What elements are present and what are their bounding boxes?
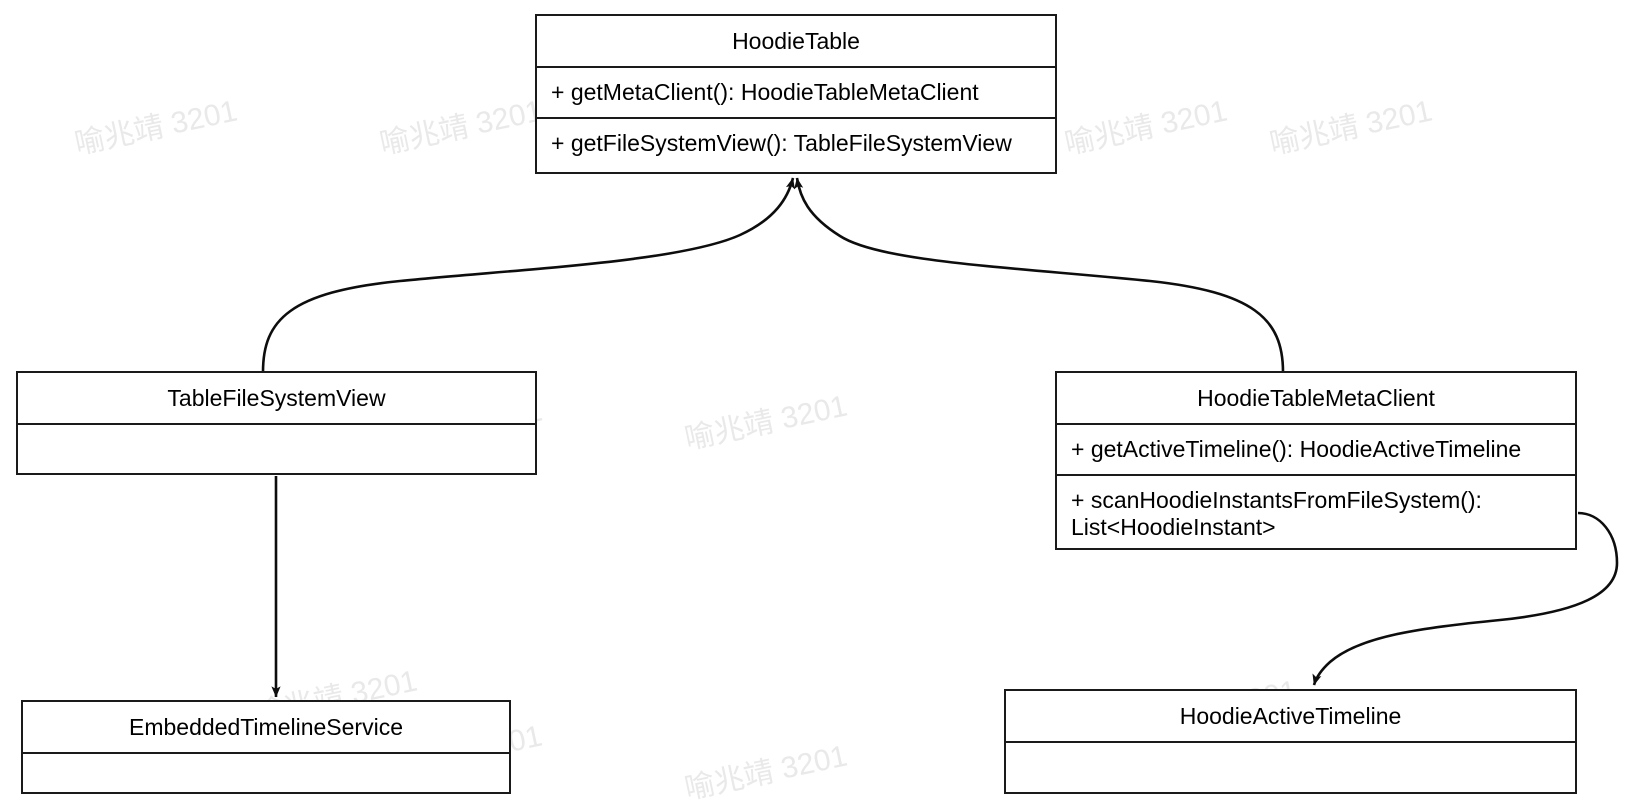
class-box-hoodie-active-timeline[interactable]: HoodieActiveTimeline	[1004, 689, 1577, 794]
class-name-embedded-timeline-service: EmbeddedTimelineService	[23, 702, 509, 754]
class-name-hoodie-active-timeline: HoodieActiveTimeline	[1006, 691, 1575, 743]
class-box-hoodie-table-meta-client[interactable]: HoodieTableMetaClient + getActiveTimelin…	[1055, 371, 1577, 550]
edge-hoodietablemetaclient-to-hoodietable	[794, 177, 1285, 373]
watermark-text: 喻兆靖 3201	[376, 94, 546, 162]
class-name-hoodie-table-meta-client: HoodieTableMetaClient	[1057, 373, 1575, 425]
class-name-table-file-system-view: TableFileSystemView	[18, 373, 535, 425]
class-member: + getMetaClient(): HoodieTableMetaClient	[537, 68, 1055, 120]
watermark-text: 喻兆靖 3201	[681, 389, 851, 457]
class-member: + scanHoodieInstantsFromFileSystem(): Li…	[1071, 487, 1482, 541]
class-box-hoodie-table[interactable]: HoodieTable + getMetaClient(): HoodieTab…	[535, 14, 1057, 174]
class-box-table-file-system-view[interactable]: TableFileSystemView	[16, 371, 537, 475]
edge-tablefilesystemview-to-hoodietable	[261, 177, 795, 373]
watermark-text: 喻兆靖 3201	[681, 739, 851, 807]
watermark-text: 喻兆靖 3201	[1061, 94, 1231, 162]
class-name-hoodie-table: HoodieTable	[537, 16, 1055, 68]
watermark-text: 喻兆靖 3201	[1266, 94, 1436, 162]
class-members-hoodie-table: + getMetaClient(): HoodieTableMetaClient…	[537, 68, 1055, 168]
class-box-embedded-timeline-service[interactable]: EmbeddedTimelineService	[21, 700, 511, 794]
class-member: + getFileSystemView(): TableFileSystemVi…	[551, 130, 1012, 157]
watermark-text: 喻兆靖 3201	[71, 94, 241, 162]
class-member: + getActiveTimeline(): HoodieActiveTimel…	[1057, 425, 1575, 477]
class-members-hoodie-table-meta-client: + getActiveTimeline(): HoodieActiveTimel…	[1057, 425, 1575, 552]
